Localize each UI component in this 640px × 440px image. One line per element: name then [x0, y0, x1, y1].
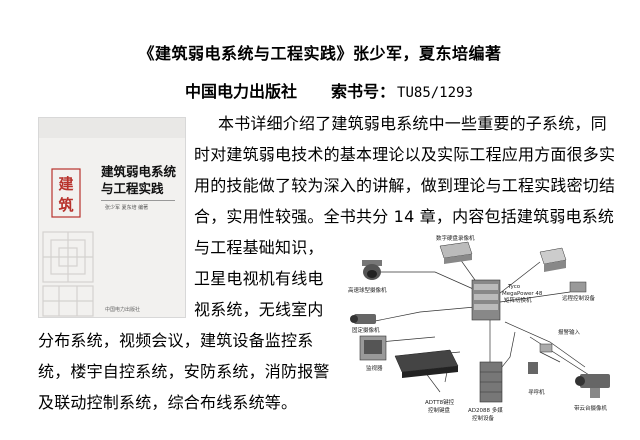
label-remote-monitor: 远程控制设备 [562, 294, 596, 302]
description-line-2: 时对建筑弱电技术的基本理论以及实际工程应用方面很多实 [194, 145, 616, 164]
description-line-8: 分布系统，视频会议，建筑设备监控系 [38, 331, 314, 350]
matrix-switcher-icon [471, 279, 501, 321]
label-alarm-input: 报警输入 [558, 328, 581, 336]
description-line-5: 与工程基础知识， [194, 238, 324, 257]
description-line-4: 合，实用性较强。全书共分 14 章，内容包括建筑弱电系统 [194, 207, 615, 226]
label-dvr-controller: ADTT8键控 [425, 398, 455, 406]
book-title: 《建筑弱电系统与工程实践》张少军，夏东培编著 [138, 44, 502, 63]
label-ad2088-2: 控制设备 [472, 414, 495, 422]
label-ptz-camera: 带云台摄像机 [574, 404, 608, 412]
call-number: TU85/1293 [397, 85, 473, 101]
label-dvr-controller-2: 控制键盘 [428, 406, 451, 414]
keyboard-controller-icon [394, 349, 459, 378]
cover-publisher: 中国电力出版社 [105, 307, 141, 313]
label-fixed-camera: 固定摄像机 [352, 326, 380, 334]
dvr-icon [439, 241, 473, 264]
description-line-9: 统，楼宇自控系统，安防系统，消防报警 [38, 362, 330, 381]
label-matrix-2: MegaPower 48 [502, 291, 543, 297]
dome-camera-icon [362, 260, 382, 280]
description-line-7: 视系统，无线室内 [194, 300, 324, 319]
call-number-label: 索书号： [331, 82, 396, 101]
speaker-icon [528, 362, 538, 374]
label-dvr: 数字硬盘录像机 [436, 234, 475, 242]
description-line-1: 本书详细介绍了建筑弱电系统中一些重要的子系统，同 [218, 114, 607, 133]
cover-top-band [39, 118, 185, 138]
security-system-diagram: 高速球型摄像机 数字硬盘录像机 远程控制设备 Tyco MegaPower 48… [340, 232, 630, 432]
fixed-camera-icon [350, 314, 376, 324]
label-monitor: 监视器 [366, 364, 383, 372]
cover-authors: 张少军 夏东培 编著 [105, 205, 149, 211]
diagram-canvas: 高速球型摄像机 数字硬盘录像机 远程控制设备 Tyco MegaPower 48… [348, 234, 610, 422]
ad2088-cabinet-icon [479, 361, 503, 403]
publisher-row: 中国电力出版社 索书号：TU85/1293 [185, 78, 473, 102]
ptz-camera-icon [575, 374, 610, 398]
crt-monitor-icon [359, 335, 387, 361]
description-line-6: 卫星电视机有线电 [194, 269, 324, 288]
book-cover-image: 建 筑 建筑弱电系统 与工程实践 张少军 夏东培 编著 中国电力出版社 [38, 117, 186, 318]
svg-text:筑: 筑 [57, 196, 73, 214]
description-line-10: 及联动控制系统，综合布线系统等。 [38, 393, 298, 412]
cover-lattice-pattern [42, 231, 94, 317]
cover-divider [101, 200, 175, 201]
cover-title: 建筑弱电系统 与工程实践 [101, 163, 176, 197]
cover-title-line-2: 与工程实践 [101, 181, 164, 196]
alarm-input-icon [539, 343, 553, 353]
publisher: 中国电力出版社 [185, 82, 298, 101]
label-dome-camera: 高速球型摄像机 [348, 286, 387, 294]
svg-text:建: 建 [58, 175, 74, 193]
label-ad2088: AD2088 多媒 [468, 406, 503, 414]
label-matrix-3: 矩阵切换机 [504, 296, 532, 304]
cover-title-line-1: 建筑弱电系统 [101, 164, 177, 179]
label-matrix-1: Tyco [507, 284, 521, 290]
monitor-small-icon [569, 281, 587, 293]
label-speaker: 寻呼机 [528, 388, 545, 396]
description-line-3: 用的技能做了较为深入的讲解，做到理论与工程实践密切结 [194, 176, 616, 195]
remote-monitor-icon [539, 247, 567, 272]
cover-seal-logo: 建 筑 [51, 168, 81, 218]
